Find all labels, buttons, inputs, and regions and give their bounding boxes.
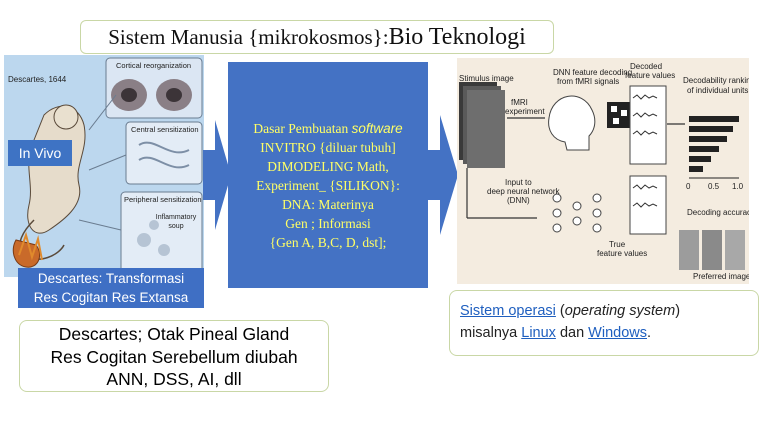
label-stimulus: Stimulus image xyxy=(459,74,514,83)
slide-title: Sistem Manusia {mikrokosmos}:Bio Teknolo… xyxy=(80,20,554,54)
sysop-line2: misalnya Linux dan Windows. xyxy=(460,322,748,344)
sistem-operasi-link[interactable]: Sistem operasi xyxy=(460,303,556,319)
label-decoding-accuracy: Decoding accuracy xyxy=(687,208,749,217)
descartes-line2: Res Cogitan Serebellum diubah xyxy=(50,346,298,367)
label-experiment: experiment xyxy=(505,107,545,116)
label-dnn-decoding: DNN feature decoding xyxy=(553,68,633,77)
caption-line2: Res Cogitan Res Extansa xyxy=(33,290,189,305)
label-inflammatory: Inflammatory soup xyxy=(155,214,197,230)
label-preferred: Preferred image xyxy=(693,272,749,281)
descartes-text-box: Descartes; Otak Pineal Gland Res Cogitan… xyxy=(19,320,329,392)
center-line6: Gen ; Informasi xyxy=(285,216,371,231)
label-decoded: Decoded xyxy=(630,62,663,71)
center-line1-pre: Dasar Pembuatan xyxy=(253,121,352,136)
center-line4: Experiment_ {SILIKON}: xyxy=(256,178,400,193)
descartes-line1: Descartes; Otak Pineal Gland xyxy=(58,324,290,344)
center-line7: {Gen A, B,C, D, dst]; xyxy=(269,235,387,250)
center-line3: DIMODELING Math, xyxy=(267,159,389,174)
label-fmri: fMRI xyxy=(511,98,528,107)
label-true: True xyxy=(609,240,626,249)
dnn-diagram xyxy=(457,58,749,284)
invitro-box: Dasar Pembuatan software INVITRO {diluar… xyxy=(228,62,428,288)
descartes-illustration: Descartes, 1644 Cortical reorganization … xyxy=(4,55,204,277)
title-part2: Bio Teknologi xyxy=(388,23,526,50)
tick-1: 1.0 xyxy=(732,182,744,191)
center-line1-software: software xyxy=(351,121,403,136)
sysop-italic: operating system xyxy=(564,303,676,319)
tick-05: 0.5 xyxy=(708,182,720,191)
sysop-line1: Sistem operasi (operating system) xyxy=(460,300,748,322)
sysop-paren-open: ( xyxy=(555,303,565,319)
label-decoded-values: feature values xyxy=(625,71,676,80)
sysop-mid: dan xyxy=(555,325,589,341)
label-dnn: (DNN) xyxy=(507,196,530,205)
label-cortical: Cortical reorganization xyxy=(116,61,192,70)
descartes-drawing xyxy=(4,55,204,277)
sysop-pre: misalnya xyxy=(460,325,522,341)
dnn-decoding-figure: Stimulus image DNN feature decoding from… xyxy=(457,58,749,284)
in-vivo-badge: In Vivo xyxy=(8,140,72,166)
label-decodability: Decodability ranking xyxy=(683,76,749,85)
label-input-to: Input to xyxy=(505,178,532,187)
center-line5: DNA: Materinya xyxy=(282,197,374,212)
arrow-right-icon xyxy=(203,120,231,230)
descartes-caption: Descartes: Transformasi Res Cogitan Res … xyxy=(18,268,204,308)
label-descartes: Descartes, 1644 xyxy=(8,75,67,84)
sysop-end: . xyxy=(647,325,652,341)
linux-link[interactable]: Linux xyxy=(521,325,556,341)
label-true-values: feature values xyxy=(597,249,648,258)
label-deep-nn: deep neural network xyxy=(487,187,560,196)
sistem-operasi-box: Sistem operasi (operating system) misaln… xyxy=(449,290,759,356)
sysop-paren-close: ) xyxy=(675,303,681,319)
title-part1: Sistem Manusia {mikrokosmos}: xyxy=(108,24,389,49)
caption-line1: Descartes: Transformasi xyxy=(37,271,185,286)
center-line1: Dasar Pembuatan software xyxy=(228,119,428,138)
windows-link[interactable]: Windows xyxy=(588,325,647,341)
arrow-right-icon xyxy=(428,115,458,235)
tick-0: 0 xyxy=(686,182,691,191)
center-line2: INVITRO {diluar tubuh] xyxy=(260,140,396,155)
descartes-line3: ANN, DSS, AI, dll xyxy=(106,369,242,389)
label-from-fmri: from fMRI signals xyxy=(557,77,620,86)
label-units: of individual units xyxy=(687,86,749,95)
label-peripheral: Peripheral sensitization xyxy=(124,195,202,204)
label-central: Central sensitization xyxy=(131,125,199,134)
